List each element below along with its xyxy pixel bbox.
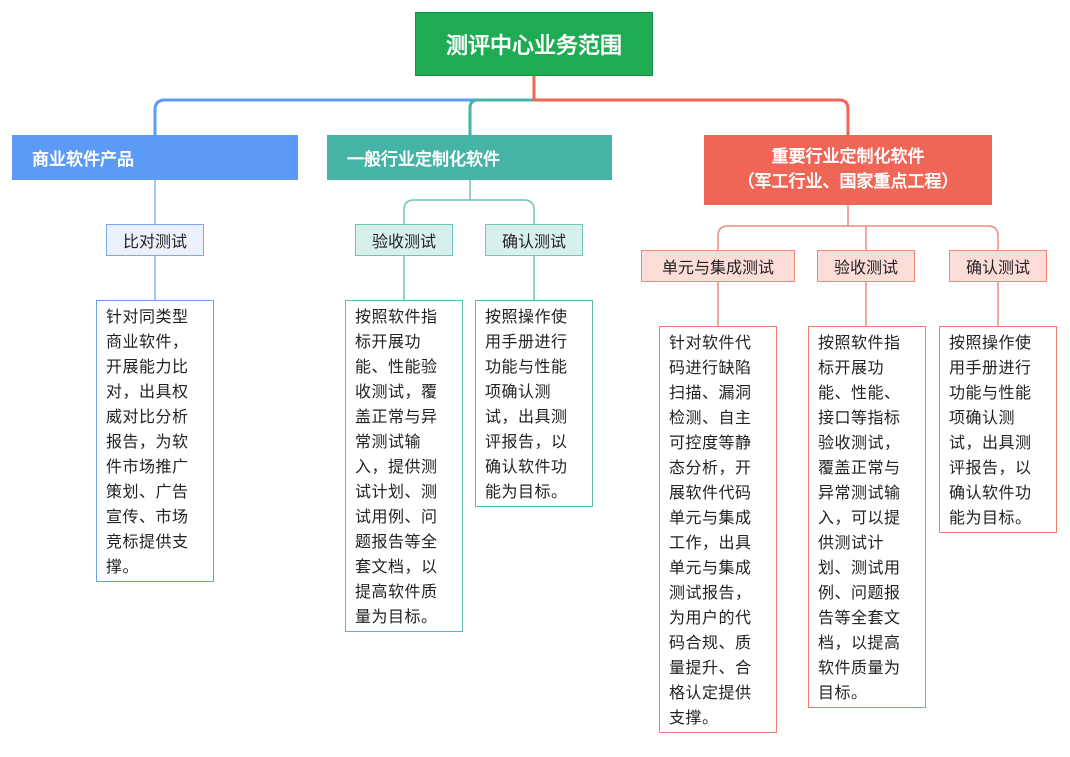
root-node[interactable]: 测评中心业务范围 [415,12,653,76]
desc-acceptance-important: 按照软件指 标开展功 能、性能、 接口等指标 验收测试， 覆盖正常与 异常测试输… [808,326,926,708]
category-commercial-software[interactable]: 商业软件产品 [12,135,298,180]
desc-comparison: 针对同类型 商业软件， 开展能力比 对，出具权 威对比分析 报告，为软 件市场推… [96,300,214,582]
test-confirmation-important[interactable]: 确认测试 [949,250,1047,282]
category-general-custom-software[interactable]: 一般行业定制化软件 [327,135,612,180]
test-acceptance-general[interactable]: 验收测试 [355,224,453,256]
desc-acceptance-general: 按照软件指 标开展功 能、性能验 收测试，覆 盖正常与异 常测试输 入，提供测 … [345,300,463,632]
test-unit-integration[interactable]: 单元与集成测试 [641,250,795,282]
category-important-custom-software[interactable]: 重要行业定制化软件 （军工行业、国家重点工程） [704,135,992,205]
category-important-title: 重要行业定制化软件 [771,147,925,167]
test-acceptance-important[interactable]: 验收测试 [817,250,915,282]
desc-confirmation-general: 按照操作使 用手册进行 功能与性能 项确认测 试，出具测 评报告，以 确认软件功… [475,300,593,507]
test-comparison[interactable]: 比对测试 [106,224,204,256]
test-confirmation-general[interactable]: 确认测试 [485,224,583,256]
category-important-subtitle: （军工行业、国家重点工程） [737,172,959,192]
desc-unit-integration: 针对软件代 码进行缺陷 扫描、漏洞 检测、自主 可控度等静 态分析，开 展软件代… [659,326,777,733]
desc-confirmation-important: 按照操作使 用手册进行 功能与性能 项确认测 试，出具测 评报告，以 确认软件功… [939,326,1057,533]
